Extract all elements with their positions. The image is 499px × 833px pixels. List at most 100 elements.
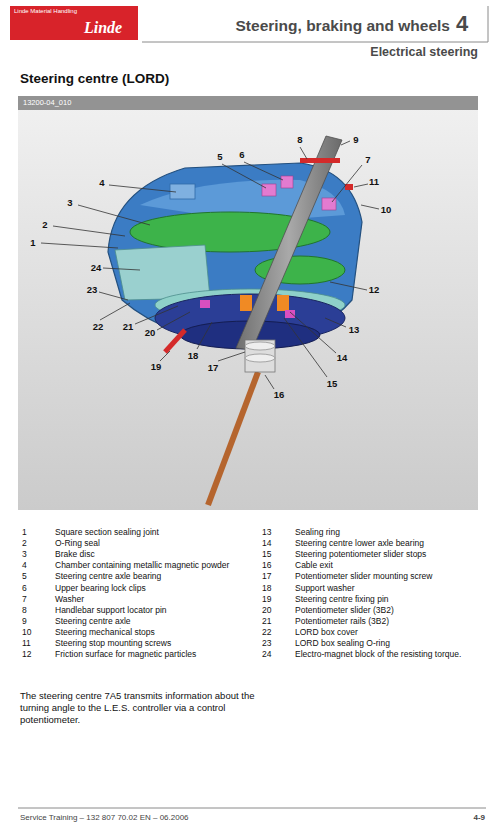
table-number: 8 [22,605,50,616]
table-text: Steering centre axle [55,616,235,627]
callout-number: 8 [297,135,302,145]
locator-pin [300,158,340,163]
table-text: LORD box sealing O-ring [295,638,491,649]
leader-line [361,205,379,209]
table-text: Handlebar support locator pin [55,605,235,616]
leader-lines [41,141,379,389]
table-text: Friction surface for magnetic particles [55,649,235,660]
callout-number: 4 [99,178,104,188]
chapter-title: Steering, braking and wheels [150,17,450,35]
callout-number: 2 [42,220,47,230]
table-text: Potentiometer slider mounting screw [295,571,491,582]
steering-axle [236,136,342,350]
slider-stop [200,300,210,308]
cable-gland [245,342,275,350]
steering-centre-illustration [108,136,362,505]
fixing-pin [165,330,185,352]
leader-line [222,164,266,188]
leader-line [284,318,327,377]
table-number: 2 [22,538,50,549]
footer-text: Service Training – 132 807 70.02 EN – 06… [20,813,189,822]
section-title: Electrical steering [250,45,478,59]
leader-line [109,185,176,192]
leader-line [135,306,178,324]
leader-line [53,226,125,236]
leader-line [78,205,150,225]
logo-block [10,6,138,40]
table-number: 22 [262,627,290,638]
callout-number: 24 [91,263,102,273]
table-number: 16 [262,560,290,571]
table-text: Steering potentiometer slider stops [295,549,491,560]
leader-line [265,375,274,389]
table-text: Washer [55,594,235,605]
callout-number: 9 [353,135,358,145]
table-text: Upper bearing lock clips [55,583,235,594]
lower-bearing [240,295,252,311]
brand-logo: Linde [84,19,122,37]
figure-ground [18,96,478,510]
callout-number: 16 [274,390,285,400]
callout-number: 3 [67,198,72,208]
table-text: Steering mechanical stops [55,627,235,638]
lower-bearing [277,295,289,311]
leader-line [244,162,283,180]
table-number: 9 [22,616,50,627]
brand-text: Linde Material Handling [14,8,77,14]
table-text: Steering centre axle bearing [55,571,235,582]
table-number: 11 [22,638,50,649]
callout-number: 1 [30,238,35,248]
table-number: 3 [22,549,50,560]
table-text: Potentiometer rails (3B2) [295,616,491,627]
callout-number: 19 [151,362,162,372]
footer-rule [18,808,486,809]
table-number: 21 [262,616,290,627]
table-text: Potentiometer slider (3B2) [295,605,491,616]
callout-number: 13 [349,325,360,335]
table-text: Steering stop mounting screws [55,638,235,649]
callout-number: 18 [188,351,199,361]
figure-strip [18,96,478,110]
cable-gland [245,340,275,372]
table-text: Square section sealing joint [55,527,235,538]
callout-number: 11 [369,177,379,187]
lock-clip [262,184,276,196]
table-text: Steering centre fixing pin [295,594,491,605]
chapter-number: 4 [456,11,468,37]
callout-number: 17 [208,363,219,373]
table-number: 6 [22,583,50,594]
table-number: 10 [22,627,50,638]
callout-number: 6 [239,150,244,160]
leader-line [218,352,245,361]
table-number: 7 [22,594,50,605]
callout-number: 10 [381,205,392,215]
table-number: 18 [262,583,290,594]
callout-number: 21 [123,322,134,332]
callout-number: 20 [145,328,156,338]
table-text: O-Ring seal [55,538,235,549]
leader-line [290,312,336,353]
table-text: Chamber containing metallic magnetic pow… [55,560,235,571]
table-number: 20 [262,605,290,616]
body-text: The steering centre 7A5 transmits inform… [20,690,260,726]
slider-stop [285,310,295,318]
table-number: 12 [22,649,50,660]
leader-line [300,147,307,159]
leader-line [100,303,130,320]
callout-number: 12 [369,285,380,295]
table-number: 1 [22,527,50,538]
callout-number: 23 [87,285,98,295]
table-number: 4 [22,560,50,571]
leader-line [330,282,367,290]
table-text: Steering centre lower axle bearing [295,538,491,549]
callout-number: 7 [365,155,370,165]
leader-line [325,318,346,327]
page-number: 4-9 [430,813,485,822]
callout-number: 14 [337,353,348,363]
table-number: 13 [262,527,290,538]
leader-line [99,292,128,300]
table-text: Cable exit [295,560,491,571]
table-text: Electro-magnet block of the resisting to… [295,649,491,660]
page-title: Steering centre (LORD) [20,71,169,86]
